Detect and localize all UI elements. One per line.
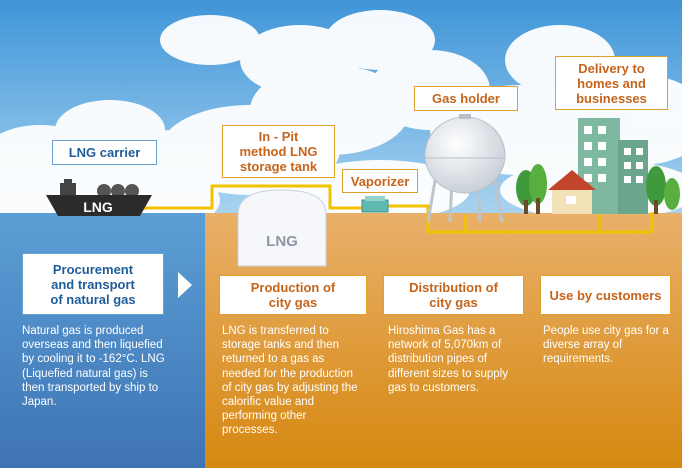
label-gas-holder-text: Gas holder xyxy=(432,91,500,106)
step-3-title: Distribution of city gas xyxy=(409,280,498,310)
label-gas-holder: Gas holder xyxy=(414,86,518,111)
step-2-description: LNG is transferred to storage tanks and … xyxy=(222,325,358,437)
step-4-description: People use city gas for a diverse array … xyxy=(543,325,669,366)
step-1-description: Natural gas is produced overseas and the… xyxy=(22,325,165,409)
label-lng-carrier: LNG carrier xyxy=(52,140,157,165)
step-4-title-box: Use by customers xyxy=(540,275,671,315)
step-2-title: Production of city gas xyxy=(250,280,336,310)
label-inpit-tank-text: In - Pit method LNG storage tank xyxy=(239,129,318,174)
label-vaporizer: Vaporizer xyxy=(342,169,418,193)
tank-lng-text: LNG xyxy=(266,233,298,250)
vaporizer-unit xyxy=(361,196,389,213)
flow-arrow-icon xyxy=(178,272,192,298)
label-lng-carrier-text: LNG carrier xyxy=(68,145,141,160)
step-3-description: Hiroshima Gas has a network of 5,070km o… xyxy=(388,325,508,394)
label-delivery: Delivery to homes and businesses xyxy=(555,56,668,110)
step-2-title-box: Production of city gas xyxy=(219,275,367,315)
in-pit-storage-tank xyxy=(237,189,327,267)
label-inpit-tank: In - Pit method LNG storage tank xyxy=(222,125,335,178)
gas-holder-sphere xyxy=(424,114,506,223)
ship-lng-text: LNG xyxy=(83,199,113,215)
step-4-title: Use by customers xyxy=(549,287,662,303)
step-1-title: Procurement and transport of natural gas xyxy=(50,261,136,307)
city-buildings xyxy=(516,118,680,214)
label-vaporizer-text: Vaporizer xyxy=(350,173,410,189)
step-1-title-box: Procurement and transport of natural gas xyxy=(22,253,164,315)
lng-carrier-ship xyxy=(46,179,152,216)
label-delivery-text: Delivery to homes and businesses xyxy=(576,60,647,106)
step-3-title-box: Distribution of city gas xyxy=(383,275,524,315)
